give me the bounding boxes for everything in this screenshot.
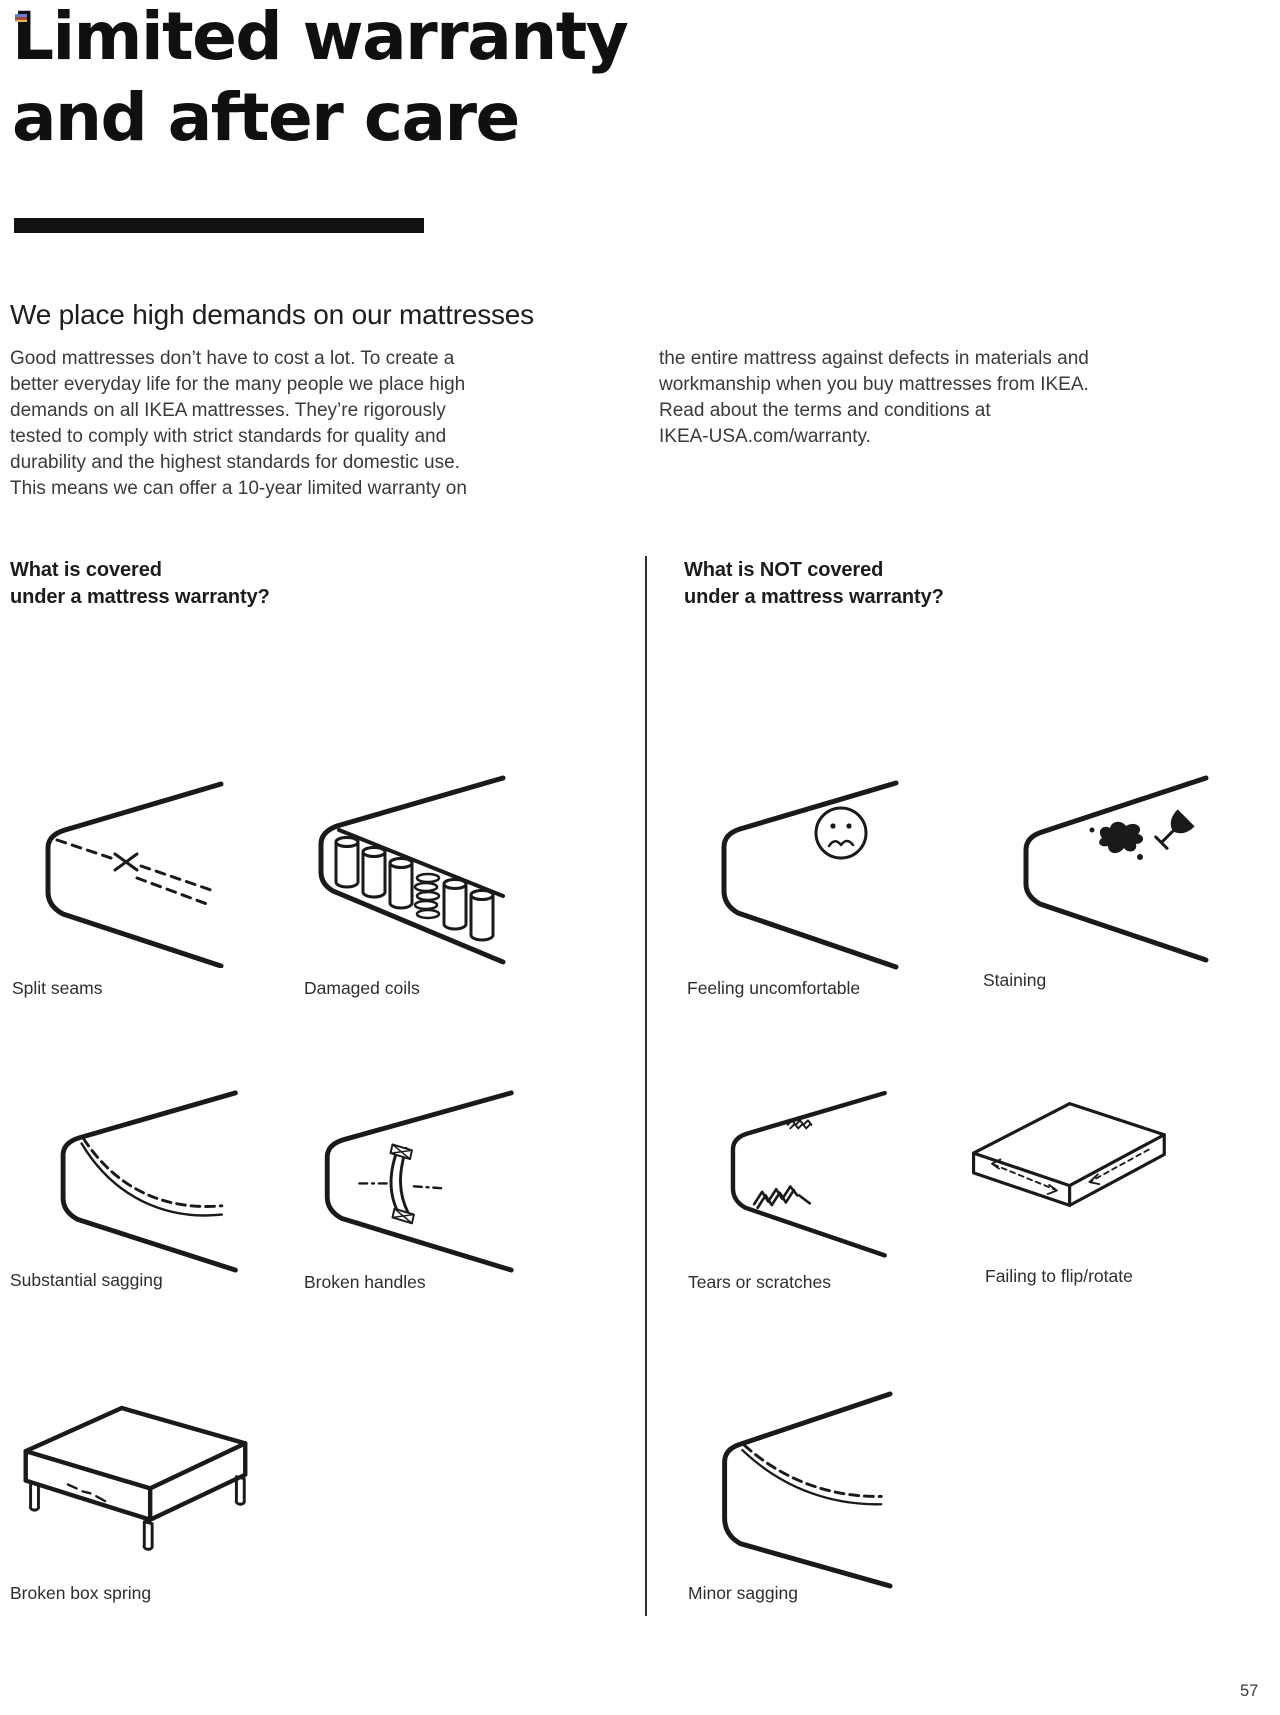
illustration-label: Substantial sagging [10,1270,163,1290]
illustration-label: Feeling uncomfortable [687,978,861,998]
illustration-label: Tears or scratches [688,1272,831,1292]
intro-paragraph-right: the entire mattress against defects in m… [659,348,1089,447]
covered-section-heading: What is covered under a mattress warrant… [10,559,270,608]
illustration-label: Staining [983,970,1047,990]
page-number: 57 [1240,1682,1259,1700]
tears-or-scratches-illustration [700,1086,900,1258]
not-covered-section-heading: What is NOT covered under a mattress war… [684,559,944,608]
failing-to-flip-rotate-illustration [965,1098,1170,1211]
illustration-label: Minor sagging [688,1583,798,1603]
illustration-label: Split seams [12,978,103,998]
section-divider [645,556,647,1616]
illustration-label: Failing to flip/rotate [985,1266,1133,1286]
illustration-label: Broken box spring [10,1583,152,1603]
intro-heading: We place high demands on our mattresses [10,299,534,330]
broken-handles-illustration [300,1088,520,1273]
illustration-label: Damaged coils [304,978,420,998]
damaged-coils-illustration [295,772,510,967]
page-title: Limited warranty and after care [12,0,629,156]
color-artifact-icon [15,14,27,22]
broken-box-spring-illustration [12,1398,257,1570]
minor-sagging-illustration [700,1388,895,1590]
illustration-label: Broken handles [304,1272,426,1292]
split-seams-illustration [25,778,225,968]
substantial-sagging-illustration [38,1088,243,1273]
staining-illustration [1000,772,1212,964]
feeling-uncomfortable-illustration [700,775,900,970]
title-underline-rule [14,218,424,233]
intro-paragraph-left: Good mattresses don’t have to cost a lot… [10,348,467,499]
